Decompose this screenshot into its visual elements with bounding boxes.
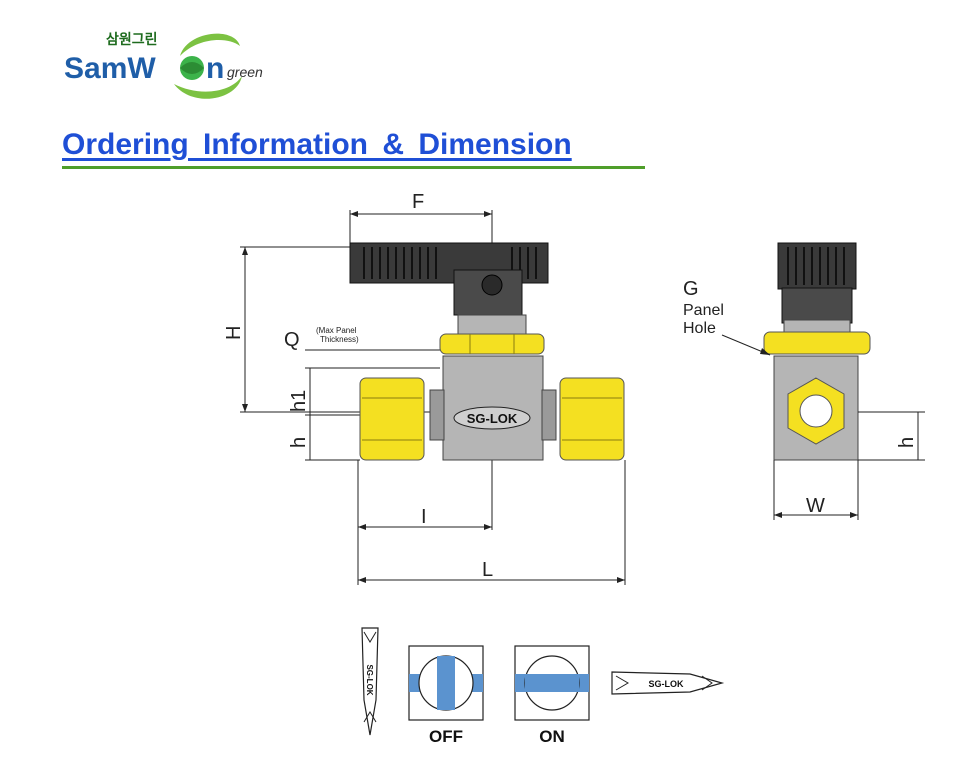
body-logo-text: SG-LOK — [467, 411, 518, 426]
side-label-w: W — [806, 495, 825, 517]
dim-label-l: L — [482, 559, 493, 581]
vertical-handle-logo: SG-LOK — [365, 664, 374, 695]
logo-swoosh-top — [180, 33, 240, 56]
off-label: OFF — [429, 727, 463, 746]
logo-n-text: n — [206, 52, 224, 85]
on-flow-bar — [525, 674, 579, 692]
dim-label-q: Q — [284, 329, 300, 351]
panel-nut — [439, 333, 545, 355]
side-label-h: h — [896, 437, 918, 448]
samwon-green-logo: 삼원그린 SamW n green — [64, 31, 263, 99]
handle-screw-icon — [481, 274, 503, 296]
page-title: Ordering Information & Dimension — [62, 128, 572, 161]
dim-label-h-height: H — [223, 326, 245, 340]
side-label-panel: Panel — [683, 302, 724, 319]
side-label-g: G — [683, 278, 699, 300]
logo-samw-text: SamW — [64, 52, 156, 85]
q-note-line2: Thickness) — [320, 335, 359, 344]
dim-label-h: h — [288, 437, 310, 448]
side-port-hole — [799, 394, 833, 428]
logo-swoosh-bottom — [174, 76, 242, 99]
left-fitting-nut — [359, 377, 425, 461]
logo-korean-text: 삼원그린 — [106, 31, 158, 47]
side-label-hole: Hole — [683, 320, 716, 337]
q-note-line1: (Max Panel — [316, 326, 357, 335]
on-label: ON — [539, 727, 565, 746]
horizontal-handle-logo: SG-LOK — [649, 679, 684, 689]
title-underline-rule — [62, 166, 645, 169]
dim-label-f: F — [412, 191, 424, 213]
dim-label-i: I — [421, 506, 427, 528]
dim-label-h1: h1 — [288, 390, 310, 412]
side-panel-nut — [763, 331, 871, 355]
off-flow-bar — [437, 656, 455, 710]
right-fitting-nut — [559, 377, 625, 461]
handle-orientation-guide: SG-LOK OFF ON SG-LOK — [361, 627, 725, 746]
valve-side-view: G Panel Hole h W — [683, 242, 925, 520]
logo-green-text: green — [227, 64, 263, 80]
valve-front-view: SG-LOK F H Q (Max Panel Thickness) h1 h … — [223, 191, 626, 585]
body-logo-oval — [453, 406, 531, 430]
